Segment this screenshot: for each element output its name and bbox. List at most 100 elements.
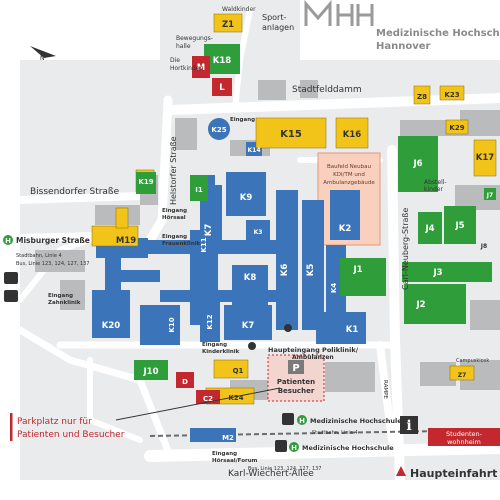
parking-callout-2: Patienten und Besucher (17, 430, 125, 440)
label-q1: Q1 (233, 367, 244, 375)
info-icon-small (248, 342, 256, 350)
label-m19: M19 (116, 236, 136, 246)
tram-icon-mhh (282, 413, 294, 425)
street-stadtfelddamm: Stadtfelddamm (292, 85, 362, 95)
main-drive-arrow-icon (396, 466, 406, 476)
building-j1-block (340, 258, 386, 296)
entrance-zahn-2: Zahnklinik (48, 300, 81, 306)
neubau-line-1: Baufeld Neubau (327, 164, 371, 170)
label-k23: K23 (444, 91, 459, 99)
parking-symbol: P (292, 363, 299, 374)
building-j7-block (484, 188, 496, 200)
building-k20-link (105, 258, 121, 290)
building-j3-block (402, 262, 492, 282)
building-labels: Z1 K18 M L Z8 K23 K15 K16 K29 K25 K14 K1… (102, 20, 495, 442)
parking-label-2: Besucher (278, 387, 315, 395)
institution-line-2: Hannover (376, 41, 431, 52)
building-i1-green (190, 175, 208, 201)
grey-building (470, 300, 500, 330)
place-studenten-1: Studenten- (446, 430, 483, 438)
label-k11: K11 (200, 237, 208, 252)
building-m19-block (91, 225, 139, 247)
building-k5-block (302, 200, 324, 330)
label-c2: C2 (203, 395, 213, 403)
building-k25-block (208, 118, 230, 140)
transit-misburger-detail-1: Stadtbahn, Linie 4 (16, 253, 62, 259)
place-bewegung-1: Bewegungs- (176, 35, 213, 42)
bus-icon (4, 272, 18, 284)
building-k10-block (140, 305, 180, 345)
label-l: L (219, 83, 225, 93)
neubau-labels: Baufeld Neubau KDI/TM und Ambulanzgebäud… (323, 164, 375, 186)
road-karl-wiechert (144, 442, 500, 462)
building-j2-block (404, 284, 466, 324)
grey-building (60, 280, 85, 310)
building-k20-arm (120, 270, 160, 282)
entrance-frauen-1: Eingang (162, 234, 187, 240)
entrance-frauen-2: Frauenklinik (162, 241, 201, 247)
transit-misburger-detail-2: Bus, Linie 123, 124, 127, 137 (16, 261, 90, 267)
street-sport-1: Sport- (262, 13, 286, 22)
label-k7a: K7 (204, 224, 214, 237)
building-j10-block (134, 360, 168, 380)
grey-building (175, 118, 197, 150)
studenten-box (428, 428, 500, 446)
red-buildings (176, 56, 500, 446)
label-j1: J1 (352, 265, 362, 275)
logo-h1 (336, 4, 354, 26)
entrance-hoersaal-1: Eingang (162, 208, 187, 214)
institution-line-1: Medizinische Hochschule (376, 28, 500, 39)
label-k5: K5 (306, 264, 316, 277)
building-j5-block (444, 206, 476, 244)
info-symbol: i (406, 418, 411, 434)
mhh-logo (304, 0, 374, 26)
tram-stop-symbol-mhh: H (299, 417, 305, 425)
label-d: D (182, 378, 188, 386)
building-k3-block (246, 220, 270, 240)
logo-h2 (356, 4, 374, 26)
bus-icon-mhh (275, 440, 287, 452)
entrance-zahn-1: Eingang (48, 293, 73, 299)
label-m: M (197, 63, 205, 73)
street-labels: Stadtfelddamm Helstorfer Straße Bissendo… (30, 13, 410, 479)
neubau-line-2: KDI/TM und (333, 172, 365, 178)
label-j10: J10 (143, 367, 159, 377)
info-icon-small (284, 324, 292, 332)
building-k23-block (439, 85, 465, 101)
street-carl-neuberg: Carl-Neuberg-Straße (401, 208, 410, 290)
label-k6: K6 (280, 264, 290, 277)
roads (16, 7, 500, 485)
label-k4: K4 (330, 283, 338, 293)
label-k17: K17 (476, 153, 495, 163)
label-k2: K2 (339, 224, 352, 234)
building-k2-block (330, 190, 360, 240)
transit-mhh-stadtbahn: Stadtbahn, Linie 4 (312, 430, 358, 436)
grey-building (300, 80, 318, 98)
bus-stop-symbol-mhh: H (291, 444, 297, 452)
street-bissendorfer: Bissendorfer Straße (30, 187, 120, 197)
road-carl-neuberg (387, 145, 405, 485)
entrance-main-2: Ambulanzen (292, 354, 334, 361)
building-k6-block (276, 190, 298, 330)
label-k20: K20 (102, 321, 121, 331)
place-studenten-2: wohnheim (447, 438, 481, 446)
building-yellow-small (115, 207, 129, 229)
label-k1: K1 (346, 325, 359, 335)
place-hort-1: Die (170, 57, 180, 64)
entrance-k25: Eingang (230, 117, 255, 123)
info-icon (400, 416, 418, 434)
label-k18: K18 (213, 56, 232, 66)
label-k24: K24 (228, 394, 243, 402)
building-k12-block (200, 300, 220, 342)
road-rampe (376, 341, 396, 444)
label-k19: K19 (138, 178, 153, 186)
building-j4-block (418, 212, 442, 244)
label-k12: K12 (206, 314, 214, 329)
grey-building (35, 250, 85, 272)
street-karl-wiechert: Karl-Wiechert-Allee (228, 469, 314, 479)
transit-mhh-2: Medizinische Hochschule (302, 444, 394, 452)
tram-icon (4, 290, 18, 302)
label-k14: K14 (248, 147, 261, 154)
